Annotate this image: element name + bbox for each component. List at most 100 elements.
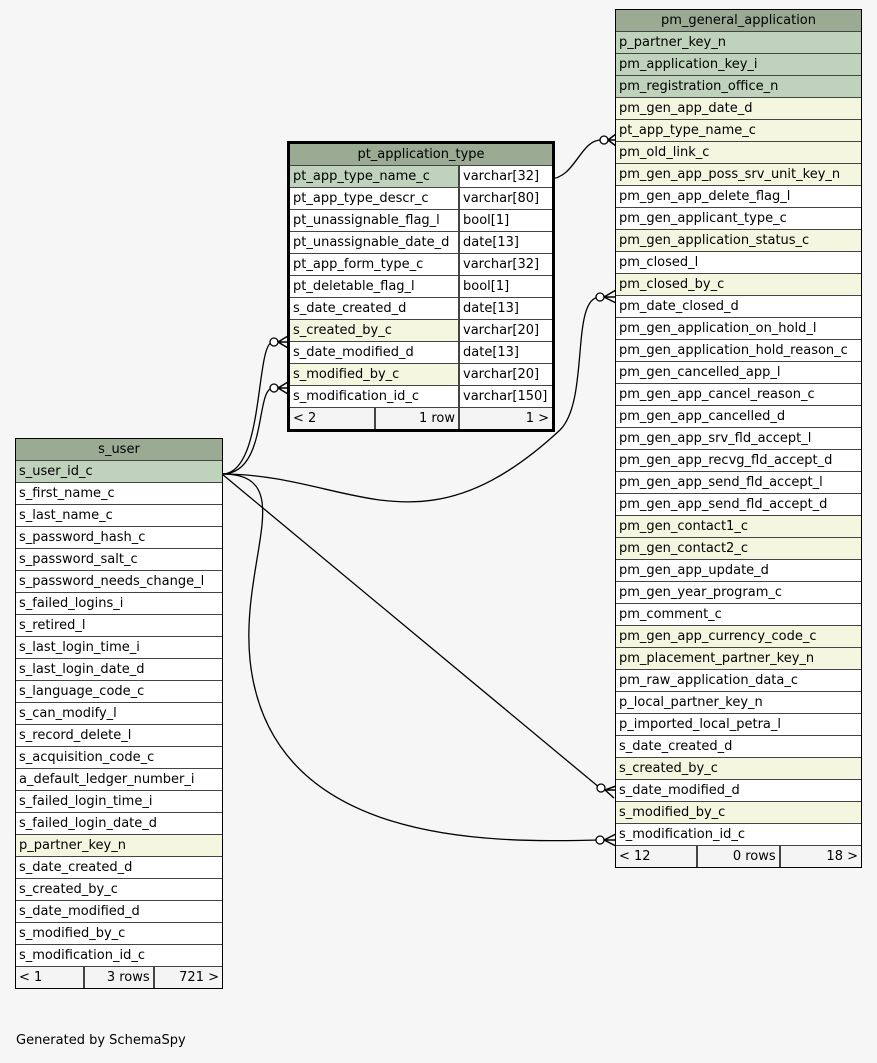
children-count[interactable]: 721 > <box>154 967 222 988</box>
column-row[interactable]: s_last_login_date_d <box>16 659 222 680</box>
crows-foot-icon <box>277 381 289 395</box>
column-type: varchar[80] <box>460 188 552 209</box>
column-row[interactable]: pm_application_key_i <box>616 54 861 75</box>
column-name: s_created_by_c <box>290 320 458 341</box>
children-count[interactable]: 1 > <box>460 408 552 429</box>
column-row[interactable]: pm_gen_app_currency_code_c <box>616 626 861 647</box>
column-name: s_modification_id_c <box>290 386 458 407</box>
table-header[interactable]: pm_general_application <box>616 10 861 31</box>
column-row[interactable]: pm_gen_cancelled_app_l <box>616 362 861 383</box>
column-row[interactable]: pm_registration_office_n <box>616 76 861 97</box>
column-row[interactable]: pm_gen_application_on_hold_l <box>616 318 861 339</box>
column-row[interactable]: pm_comment_c <box>616 604 861 625</box>
column-row[interactable]: pm_gen_app_send_fld_accept_l <box>616 472 861 493</box>
column-row[interactable]: s_failed_login_date_d <box>16 813 222 834</box>
column-row[interactable]: pm_gen_application_hold_reason_c <box>616 340 861 361</box>
column-row[interactable]: a_default_ledger_number_i <box>16 769 222 790</box>
column-row[interactable]: s_acquisition_code_c <box>16 747 222 768</box>
column-name: pt_unassignable_flag_l <box>290 210 458 231</box>
zero-cardinality-icon <box>595 835 605 845</box>
column-row[interactable]: s_modified_by_c <box>616 802 861 823</box>
column-row[interactable]: pm_gen_app_poss_srv_unit_key_n <box>616 164 861 185</box>
column-row[interactable]: pm_gen_app_date_d <box>616 98 861 119</box>
column-row[interactable]: pm_gen_applicant_type_c <box>616 208 861 229</box>
table-header[interactable]: s_user <box>16 439 222 460</box>
parents-count[interactable]: < 1 <box>16 967 84 988</box>
column-row[interactable]: s_date_modified_d <box>616 780 861 801</box>
relationship-line <box>548 139 602 180</box>
parents-count[interactable]: < 2 <box>290 408 374 429</box>
column-name: pt_unassignable_date_d <box>290 232 458 253</box>
row-count: 3 rows <box>85 967 153 988</box>
column-row[interactable]: s_password_needs_change_l <box>16 571 222 592</box>
column-row[interactable]: s_modification_id_c <box>16 945 222 966</box>
column-row[interactable]: s_last_login_time_i <box>16 637 222 658</box>
column-row[interactable]: s_date_created_d <box>616 736 861 757</box>
column-row[interactable]: s_language_code_c <box>16 681 222 702</box>
column-row[interactable]: s_first_name_c <box>16 483 222 504</box>
table-header[interactable]: pt_application_type <box>290 144 552 165</box>
column-row[interactable]: s_modified_by_c <box>16 923 222 944</box>
row-count: 0 rows <box>698 846 779 867</box>
column-row[interactable]: pm_gen_app_delete_flag_l <box>616 186 861 207</box>
column-row[interactable]: pm_gen_contact1_c <box>616 516 861 537</box>
column-row[interactable]: s_user_id_c <box>16 461 222 482</box>
column-row[interactable]: pm_closed_by_c <box>616 274 861 295</box>
column-row[interactable]: pm_gen_contact2_c <box>616 538 861 559</box>
column-row[interactable]: s_record_delete_l <box>16 725 222 746</box>
children-count[interactable]: 18 > <box>780 846 861 867</box>
column-row[interactable]: pm_gen_app_srv_fld_accept_l <box>616 428 861 449</box>
column-row[interactable]: pm_gen_app_update_d <box>616 560 861 581</box>
column-row[interactable]: p_partner_key_n <box>16 835 222 856</box>
column-row[interactable]: p_partner_key_n <box>616 32 861 53</box>
relationship-line <box>221 296 601 503</box>
column-row[interactable]: pm_closed_l <box>616 252 861 273</box>
column-row[interactable]: p_imported_local_petra_l <box>616 714 861 735</box>
column-type: bool[1] <box>460 276 552 297</box>
column-row[interactable]: pt_app_type_name_c <box>616 120 861 141</box>
zero-cardinality-icon <box>596 783 606 793</box>
column-row[interactable]: s_date_modified_d <box>16 901 222 922</box>
column-row[interactable]: s_created_by_c <box>16 879 222 900</box>
column-row[interactable]: p_local_partner_key_n <box>616 692 861 713</box>
column-row[interactable]: pm_gen_app_recvg_fld_accept_d <box>616 450 861 471</box>
column-row[interactable]: s_retired_l <box>16 615 222 636</box>
column-row[interactable]: s_created_by_c <box>616 758 861 779</box>
column-row[interactable]: s_can_modify_l <box>16 703 222 724</box>
column-row[interactable]: pm_old_link_c <box>616 142 861 163</box>
crows-foot-icon <box>604 785 617 799</box>
column-row[interactable]: pm_gen_app_cancel_reason_c <box>616 384 861 405</box>
column-row[interactable]: s_password_salt_c <box>16 549 222 570</box>
column-row[interactable]: pm_gen_app_cancelled_d <box>616 406 861 427</box>
parents-count[interactable]: < 12 <box>616 846 697 867</box>
column-row[interactable]: pm_gen_application_status_c <box>616 230 861 251</box>
column-row[interactable]: pm_gen_app_send_fld_accept_d <box>616 494 861 515</box>
column-row[interactable]: s_date_created_d <box>16 857 222 878</box>
column-row[interactable]: s_failed_logins_i <box>16 593 222 614</box>
column-name: s_date_created_d <box>290 298 458 319</box>
relationship-line <box>221 341 274 475</box>
column-row[interactable]: s_last_name_c <box>16 505 222 526</box>
column-row[interactable]: s_modification_id_c <box>616 824 861 845</box>
column-row[interactable]: s_failed_login_time_i <box>16 791 222 812</box>
column-row[interactable]: s_password_hash_c <box>16 527 222 548</box>
column-row[interactable]: pm_placement_partner_key_n <box>616 648 861 669</box>
column-row[interactable]: pm_date_closed_d <box>616 296 861 317</box>
column-row[interactable]: pm_gen_year_program_c <box>616 582 861 603</box>
column-row[interactable]: pm_raw_application_data_c <box>616 670 861 691</box>
